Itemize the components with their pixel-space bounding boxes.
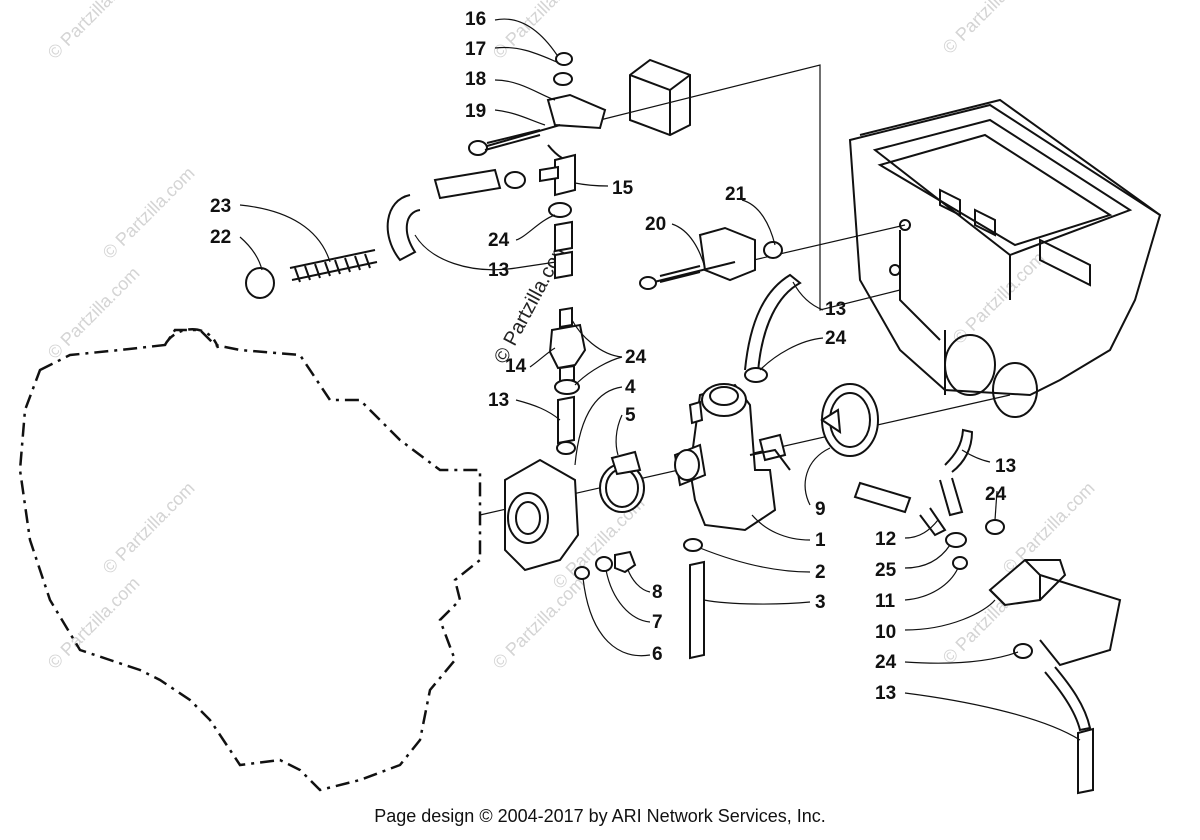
watermark: © Partzilla.com — [489, 0, 589, 63]
callout-25: 25 — [875, 560, 897, 581]
callout-8: 8 — [652, 582, 663, 603]
callout-3: 3 — [815, 592, 826, 613]
callout-13: 13 — [488, 390, 509, 411]
fuel-hoses — [386, 168, 573, 280]
watermark: © Partzilla.com — [99, 478, 199, 578]
intake-flange — [504, 458, 580, 572]
callout-17: 17 — [465, 39, 486, 60]
callout-13: 13 — [488, 260, 509, 281]
callout-16: 16 — [465, 9, 486, 30]
callout-5: 5 — [625, 405, 636, 426]
leader-lines — [239, 18, 1081, 741]
fuel-pump — [853, 428, 1122, 795]
hose-clamp — [599, 450, 645, 513]
callout-18: 18 — [465, 69, 486, 90]
page-footer: Page design © 2004-2017 by ARI Network S… — [374, 806, 826, 826]
washers-and-nut — [574, 550, 637, 580]
watermark: © Partzilla.com — [44, 573, 144, 673]
callout-24: 24 — [625, 347, 647, 368]
watermark: © Partzilla.com — [939, 0, 1039, 58]
engine-cylinder-outline — [163, 328, 220, 349]
callout-19: 19 — [465, 101, 486, 122]
callout-24: 24 — [985, 484, 1007, 505]
callout-11: 11 — [875, 591, 896, 612]
intake-boot — [820, 383, 879, 457]
airbox — [848, 98, 1162, 418]
callout-23: 23 — [210, 196, 231, 217]
callout-24: 24 — [825, 328, 847, 349]
callout-24: 24 — [488, 230, 510, 251]
callout-4: 4 — [625, 377, 636, 398]
watermark: © Partzilla.com — [44, 0, 144, 63]
callout-21: 21 — [725, 184, 747, 205]
callout-13: 13 — [825, 299, 846, 320]
callout-12: 12 — [875, 529, 896, 550]
fuel-valve-assembly — [468, 52, 607, 197]
carburetor — [673, 383, 791, 532]
watermark: © Partzilla.com — [99, 163, 199, 263]
callout-labels: 16 17 18 19 23 22 15 24 13 20 21 13 24 1… — [210, 9, 1016, 704]
callout-14: 14 — [505, 356, 527, 377]
callout-7: 7 — [652, 612, 663, 633]
mount-bracket — [629, 58, 691, 137]
watermark: © Partzilla.com — [489, 573, 589, 673]
callout-13: 13 — [875, 683, 896, 704]
callout-1: 1 — [815, 530, 826, 551]
drain-hose — [683, 538, 705, 660]
mount-bolt-and-spacer — [639, 226, 783, 290]
callout-6: 6 — [652, 644, 663, 665]
vent-hose — [744, 273, 802, 383]
callout-13: 13 — [995, 456, 1016, 477]
callout-9: 9 — [815, 499, 826, 520]
spring-and-clip — [245, 249, 378, 299]
callout-22: 22 — [210, 227, 231, 248]
engine-outline — [18, 328, 482, 792]
watermark: © Partzilla.com — [949, 248, 1049, 348]
callout-10: 10 — [875, 622, 896, 643]
callout-2: 2 — [815, 562, 826, 583]
callout-15: 15 — [612, 178, 634, 199]
fuel-filter — [548, 306, 587, 455]
callout-24: 24 — [875, 652, 897, 673]
callout-20: 20 — [645, 214, 666, 235]
